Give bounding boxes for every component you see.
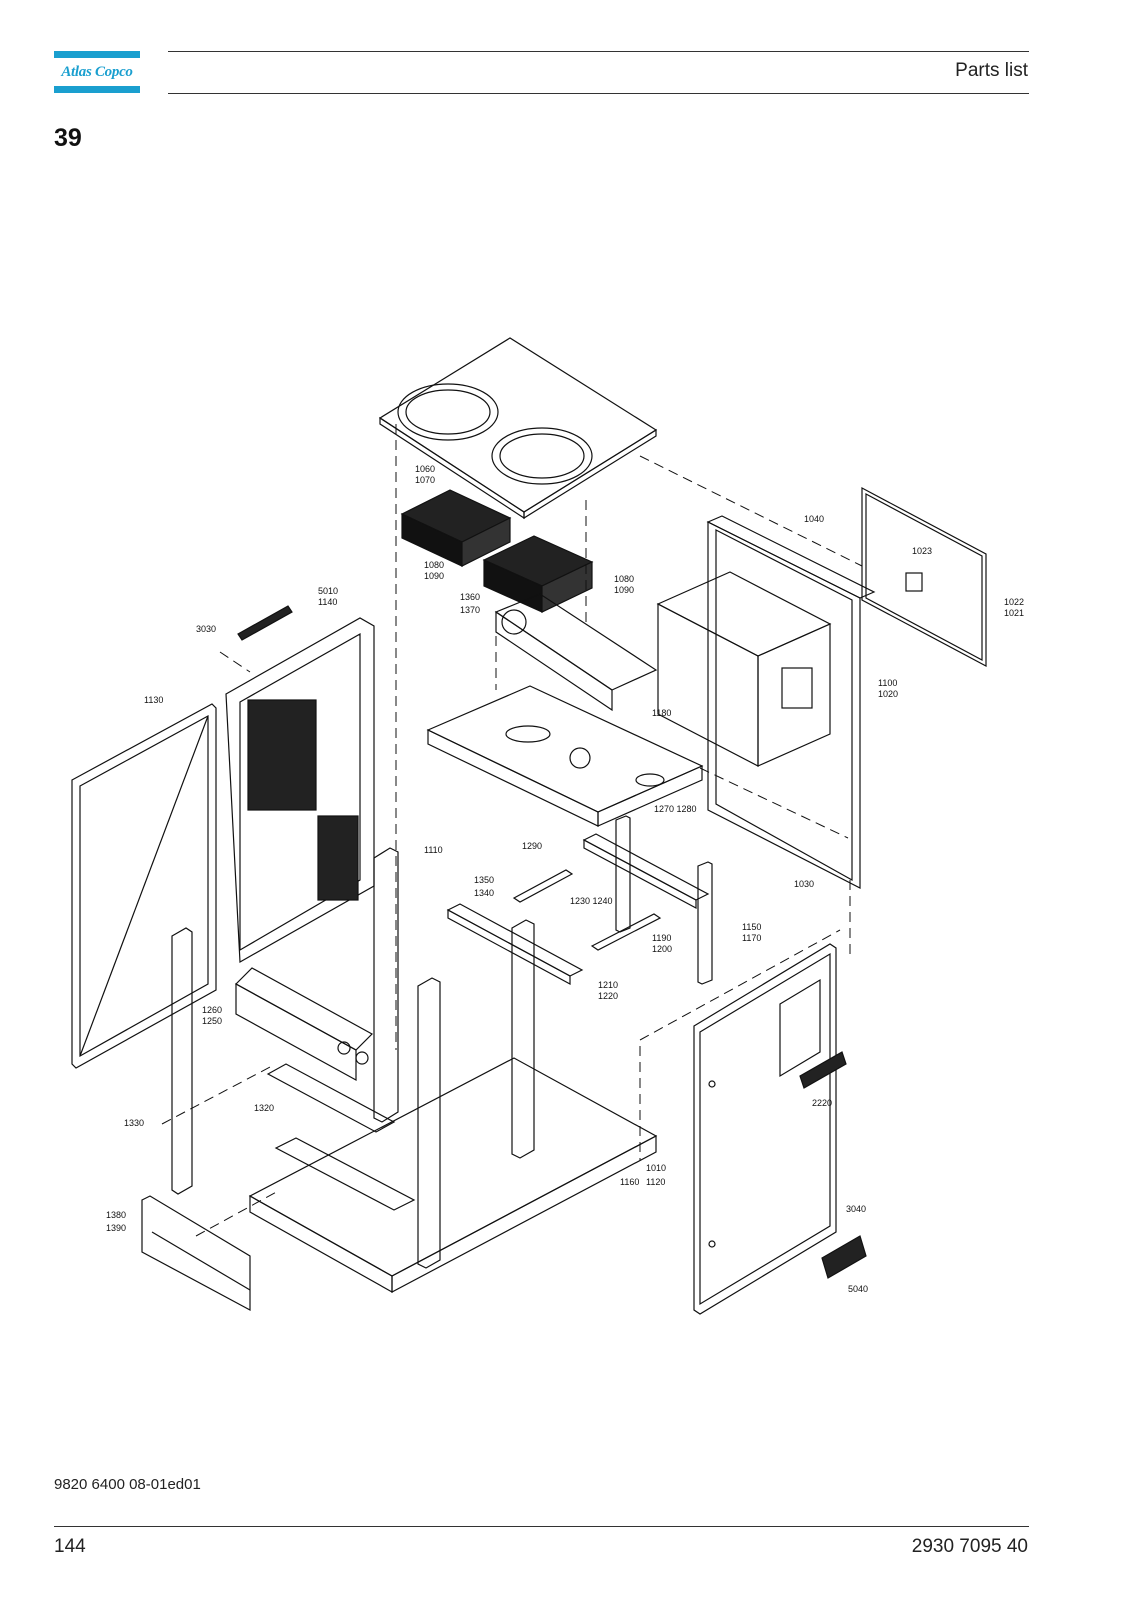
- document-id: 2930 7095 40: [911, 1536, 1028, 1557]
- vertical-post-mid: [373, 847, 399, 1123]
- callout-label: 1130: [144, 695, 163, 705]
- callout-label: 3040: [846, 1204, 866, 1214]
- callout-label: 1370: [460, 605, 480, 615]
- callout-label: 1090: [614, 585, 634, 595]
- right-side-panel: [706, 515, 876, 889]
- lower-left-panel: [235, 967, 373, 1082]
- front-kick-plate: [141, 1195, 251, 1312]
- callout-label: 1060: [415, 464, 435, 474]
- fan-box-left: [400, 489, 512, 567]
- callout-label: 5010: [318, 586, 338, 596]
- callout-label: 1020: [878, 689, 898, 699]
- callout-label: 1023: [912, 546, 932, 556]
- logo-bar-bottom: [54, 86, 140, 93]
- electrical-cabinet: [656, 571, 832, 767]
- callout-label: 1350: [474, 875, 494, 885]
- page-title: Parts list: [955, 60, 1028, 81]
- vertical-post-right: [511, 919, 535, 1159]
- callout-label: 1021: [1004, 608, 1024, 618]
- callout-label: 1220: [598, 991, 618, 1001]
- vertical-post-center: [417, 977, 441, 1269]
- document-code: 9820 6400 08-01ed01: [54, 1476, 201, 1493]
- callout-label: 1140: [318, 597, 337, 607]
- callout-label: 1200: [652, 944, 672, 954]
- callout-label: 1030: [794, 879, 814, 889]
- callout-label: 1090: [424, 571, 444, 581]
- callout-label: 1080: [614, 574, 634, 584]
- callout-label: 1100: [878, 678, 897, 688]
- callout-label: 2220: [812, 1098, 832, 1108]
- callout-label: 1190: [652, 933, 671, 943]
- callout-label: 1260: [202, 1005, 222, 1015]
- callout-label: 1150: [742, 922, 761, 932]
- callout-label: 1120: [646, 1177, 665, 1187]
- callout-label: 1022: [1004, 597, 1024, 607]
- decal-brand-front: [799, 1051, 847, 1089]
- cross-beam: [446, 903, 584, 986]
- rail-frame: [512, 815, 713, 985]
- header-rule-top: [168, 51, 1029, 52]
- left-front-frame: [225, 617, 375, 964]
- callout-label: 1180: [652, 708, 671, 718]
- brand-logo: Atlas Copco: [54, 51, 140, 93]
- middle-tray: [426, 685, 704, 827]
- rear-door-panel: [861, 487, 987, 667]
- front-door-panel: [693, 943, 837, 1315]
- callout-label: 1070: [415, 475, 435, 485]
- callout-label: 1330: [124, 1118, 144, 1128]
- vertical-post-left: [171, 927, 193, 1195]
- page-number: 144: [54, 1536, 86, 1557]
- footer-rule: [54, 1526, 1029, 1527]
- brand-wordmark: Atlas Copco: [61, 64, 133, 80]
- callout-label: 1110: [424, 845, 443, 855]
- callout-label: 1290: [522, 841, 542, 851]
- callout-label: 1320: [254, 1103, 274, 1113]
- callout-label: 1230 1240: [570, 896, 613, 906]
- callout-labels: 1060 1070 1080 1090 1080 1090 1360 1370 …: [106, 464, 1024, 1294]
- callout-label: 1360: [460, 592, 480, 602]
- logo-bar-top: [54, 51, 140, 58]
- base-frame: [248, 1057, 658, 1294]
- callout-label: 1170: [742, 933, 761, 943]
- callout-label: 5040: [848, 1284, 868, 1294]
- callout-label: 1160: [620, 1177, 639, 1187]
- callout-label: 1270 1280: [654, 804, 697, 814]
- section-number: 39: [54, 124, 82, 152]
- callout-label: 3030: [196, 624, 216, 634]
- callout-label: 1010: [646, 1163, 666, 1173]
- header-rule-bottom: [168, 93, 1029, 94]
- callout-label: 1340: [474, 888, 494, 898]
- callout-label: 1210: [598, 980, 618, 990]
- decal-right: [821, 1235, 867, 1279]
- decal-left: [237, 605, 293, 641]
- left-door-panel: [71, 703, 217, 1069]
- callout-label: 1390: [106, 1223, 126, 1233]
- control-panel-bracket: [494, 593, 658, 712]
- callout-label: 1250: [202, 1016, 222, 1026]
- top-cover-panel: [378, 337, 658, 520]
- callout-label: 1380: [106, 1210, 126, 1220]
- callout-label: 1080: [424, 560, 444, 570]
- callout-label: 1040: [804, 514, 824, 524]
